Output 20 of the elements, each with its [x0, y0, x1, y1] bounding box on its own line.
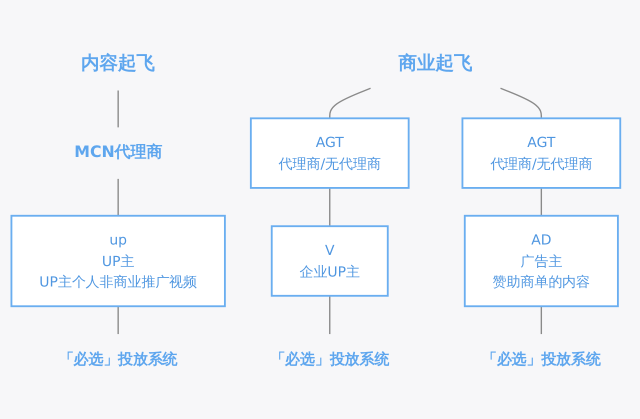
- connector: [117, 178, 119, 216]
- node-text: 「必选」投放系统: [270, 350, 390, 368]
- node-box: AGT 代理商/无代理商: [462, 117, 622, 189]
- node-text: 「必选」投放系统: [482, 350, 601, 368]
- connector: [329, 296, 330, 334]
- node-text: MCN代理商: [74, 143, 162, 162]
- connector: [117, 90, 119, 128]
- connector: [117, 306, 119, 334]
- connector: [500, 88, 542, 118]
- node-text: 商业起飞: [398, 52, 473, 74]
- node-box: V 企业UP主: [270, 225, 389, 297]
- connector: [540, 188, 542, 216]
- connector: [329, 188, 330, 226]
- connector: [540, 306, 542, 334]
- connector: [329, 88, 371, 118]
- node-text: 内容起飞: [81, 52, 156, 74]
- node-box: AGT 代理商/无代理商: [250, 117, 410, 189]
- node-box: up UP主 UP主个人非商业推广视频: [10, 214, 226, 308]
- node-text: 「必选」投放系统: [58, 350, 178, 368]
- node-box: AD 广告主 赞助商单的内容: [464, 214, 619, 308]
